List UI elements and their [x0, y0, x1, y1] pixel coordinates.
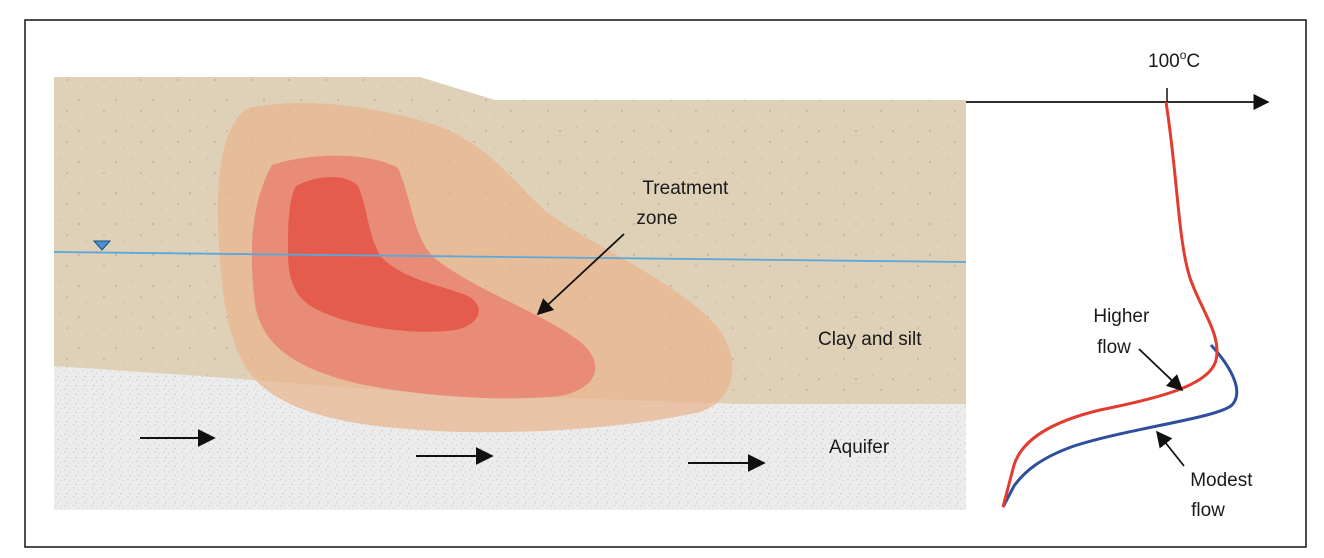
treatment-zone-label: Treatment zone	[636, 178, 733, 229]
modest-flow-label-line1: Modest	[1190, 470, 1253, 491]
temperature-axis-label: 100oC	[1148, 48, 1200, 72]
modest-flow-label: Modest flow	[1190, 470, 1258, 521]
clay-silt-label: Clay and silt	[818, 329, 922, 350]
modest-flow-label-line2: flow	[1191, 500, 1225, 521]
temperature-unit: C	[1186, 51, 1200, 72]
treatment-zone-label-line1: Treatment	[642, 178, 729, 199]
modest-flow-arrow	[1155, 430, 1185, 467]
water-table-line	[53, 251, 967, 263]
higher-flow-label-line2: flow	[1097, 337, 1131, 358]
temperature-degree: o	[1180, 48, 1187, 62]
higher-flow-curve	[1001, 101, 1219, 508]
higher-flow-arrow	[1138, 348, 1184, 392]
temperature-value: 100	[1148, 51, 1180, 72]
treatment-zone-arrow	[536, 233, 625, 316]
aquifer-label: Aquifer	[829, 437, 890, 458]
higher-flow-label-line1: Higher	[1093, 306, 1150, 327]
treatment-zone-label-line2: zone	[636, 208, 677, 229]
modest-flow-curve	[1001, 343, 1239, 508]
water-table-icon	[92, 240, 112, 251]
higher-flow-label: Higher flow	[1093, 306, 1154, 358]
heat-zone-inner	[288, 176, 479, 332]
